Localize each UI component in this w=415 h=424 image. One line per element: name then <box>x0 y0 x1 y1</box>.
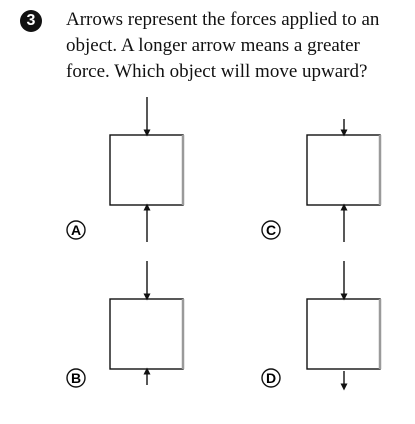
option-b-letter: B <box>71 370 81 386</box>
question-number-badge: 3 <box>20 10 42 32</box>
option-a-letter: A <box>71 222 81 238</box>
option-a-diagram[interactable]: A <box>66 97 185 242</box>
option-a-circle <box>66 220 86 240</box>
object-box-d <box>306 298 381 370</box>
option-b-diagram[interactable]: B <box>66 261 185 388</box>
question-text: Arrows represent the forces applied to a… <box>66 9 380 82</box>
option-c-diagram[interactable]: C <box>261 119 382 242</box>
option-d-letter: D <box>266 370 276 386</box>
option-c-letter: C <box>266 222 276 238</box>
option-b-circle <box>66 368 86 388</box>
option-d-circle <box>261 368 281 388</box>
object-box-a <box>109 134 184 206</box>
object-box-b <box>109 298 184 370</box>
object-box-c <box>306 134 381 206</box>
option-c-circle <box>261 220 281 240</box>
option-d-diagram[interactable]: D <box>261 261 382 391</box>
